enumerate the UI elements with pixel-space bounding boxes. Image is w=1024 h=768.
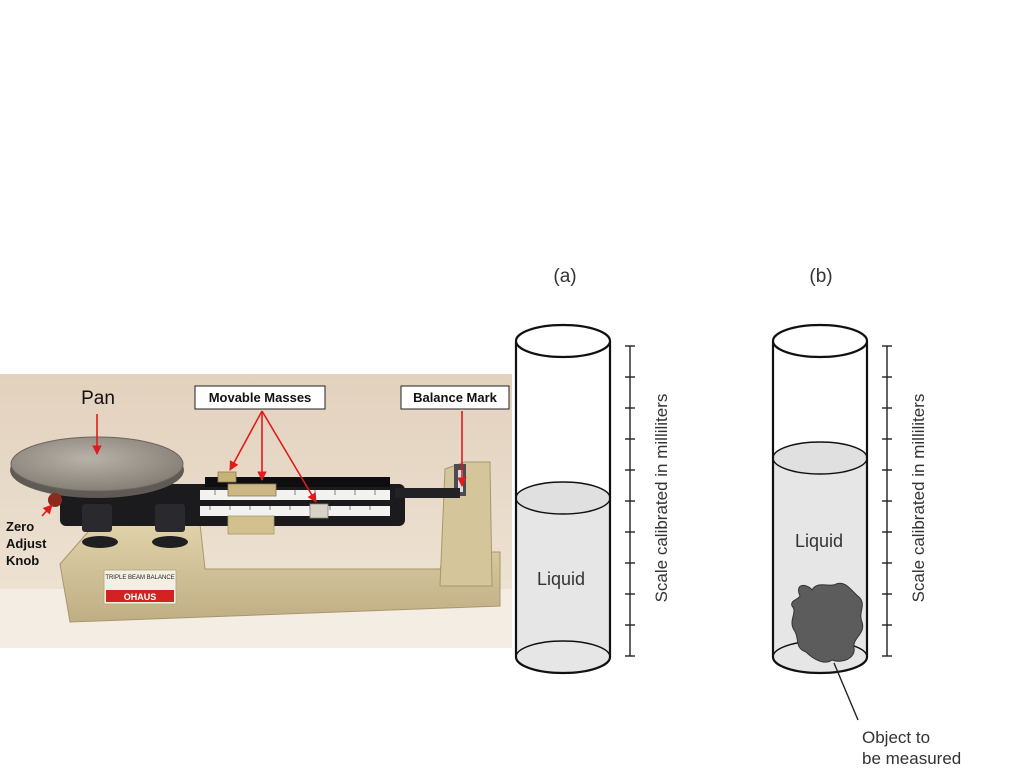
- graduated-cylinders-diagram: (a) Liquid Scale calibrated in millilite…: [514, 266, 961, 768]
- movable-mass-middle: [227, 483, 277, 497]
- cylinder-b-base-curve: [771, 656, 869, 675]
- object-label: Object to be measured: [862, 728, 961, 768]
- balance-mark-label: Balance Mark: [413, 390, 498, 405]
- beam-top: [205, 477, 390, 487]
- brand-plate-stripe: [106, 590, 174, 602]
- cylinder-a-liquid: [516, 498, 610, 673]
- movable-masses-arrow-3: [261, 410, 317, 503]
- cylinder-b-rim: [771, 323, 869, 359]
- zero-adjust-label-line-3: Knob: [6, 553, 39, 568]
- cylinder-a-scale-label: Scale calibrated in milliliters: [652, 394, 671, 603]
- pan-support-left: [82, 504, 112, 532]
- cylinder-a-group: (a) Liquid Scale calibrated in millilite…: [514, 266, 671, 675]
- panel-label-b: (b): [809, 266, 832, 287]
- object-leader-line: [833, 662, 859, 721]
- panel-label-a: (a): [553, 266, 576, 287]
- pan-foot-left: [82, 536, 118, 548]
- zero-adjust-label-line-1: Zero: [6, 519, 34, 534]
- zero-adjust-arrow: [41, 504, 53, 517]
- movable-mass-top: [217, 471, 237, 483]
- cylinder-b-group: (b) Liquid Scale calibrated in millilite…: [771, 266, 961, 768]
- cylinder-a-base-curve: [514, 656, 612, 675]
- cylinder-b-scale-label: Scale calibrated in milliliters: [909, 394, 928, 603]
- beam-bottom: [200, 506, 390, 516]
- cylinder-b-scale: [882, 345, 892, 657]
- immersed-object: [791, 582, 864, 663]
- balance-beam-arm: [395, 488, 460, 498]
- pan-foot-right: [152, 536, 188, 548]
- counterweight-box: [227, 515, 275, 535]
- cylinder-a-liquid-label: Liquid: [537, 569, 585, 589]
- pan-support-right: [155, 504, 185, 532]
- object-label-line-2: be measured: [862, 749, 961, 768]
- brand-name: OHAUS: [124, 592, 157, 602]
- cylinder-a-scale: [625, 345, 635, 657]
- triple-beam-balance-photo: TRIPLE BEAM BALANCE OHAUS Pan Movable Ma…: [0, 374, 512, 648]
- brand-plate-title: TRIPLE BEAM BALANCE: [105, 575, 174, 581]
- object-label-line-1: Object to: [862, 728, 930, 747]
- cylinder-a-liquid-surface: [515, 481, 611, 515]
- zero-adjust-label: Zero Adjust Knob: [6, 519, 50, 568]
- pan-label: Pan: [81, 388, 115, 409]
- movable-mass-bottom: [309, 503, 329, 519]
- zero-adjust-label-line-2: Adjust: [6, 536, 47, 551]
- movable-masses-label: Movable Masses: [209, 390, 312, 405]
- balance-mark-label-box: [400, 385, 510, 410]
- movable-masses-arrow-1: [229, 410, 263, 471]
- cylinder-a-rim: [514, 323, 612, 359]
- movable-masses-label-box: [194, 385, 326, 410]
- cylinder-b-liquid-label: Liquid: [795, 531, 843, 551]
- zero-adjust-knob: [48, 493, 62, 507]
- cylinder-b-liquid-surface: [772, 441, 868, 475]
